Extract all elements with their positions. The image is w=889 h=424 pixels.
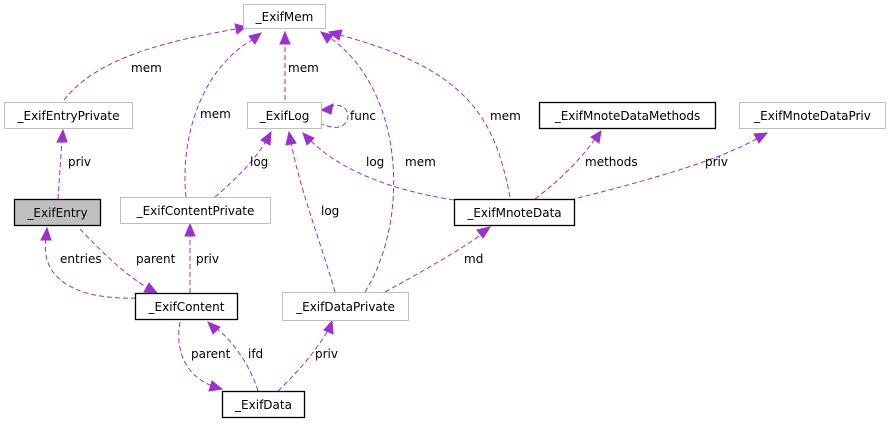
edge-mnote-log: log [302,132,455,201]
node-exif-log[interactable]: _ExifLog [247,102,322,129]
edge-data-private-log: log [285,130,339,293]
edge-label-mem: mem [405,155,436,169]
edge-label-md: md [464,252,483,266]
node-exif-data-private[interactable]: _ExifDataPrivate [282,292,409,321]
node-label: _ExifContent [148,300,225,314]
edge-log-mem: mem [279,30,319,100]
edge-data-priv: priv [277,319,338,392]
edge-content-private-mem: mem [184,32,262,198]
edge-entry-priv: priv [56,128,91,200]
edge-entry-parent: parent [79,228,176,294]
edge-label-log: log [250,155,268,169]
edge-label-ifd: ifd [248,347,263,361]
edge-label-mem: mem [288,61,319,75]
node-exif-data[interactable]: _ExifData [221,390,306,419]
node-label: _ExifMem [255,10,314,24]
edge-label-func: func [350,109,376,123]
edge-label-mem: mem [200,107,231,121]
node-label: _ExifMnoteData [466,206,561,220]
edge-content-private-log: log [214,130,272,198]
edge-label-parent: parent [136,252,176,266]
edge-content-parent: parent [178,321,231,392]
node-exif-mnote-data-methods[interactable]: _ExifMnoteDataMethods [538,101,717,130]
node-exif-content[interactable]: _ExifContent [134,292,239,321]
node-exif-mem[interactable]: _ExifMem [243,4,326,29]
node-label: _ExifEntry [26,206,87,220]
edge-log-func: func [319,103,376,128]
node-exif-entry[interactable]: _ExifEntry [13,198,102,227]
edge-label-priv: priv [68,155,91,169]
edge-data-private-md: md [384,226,492,293]
edge-mnote-mem: mem [327,29,521,198]
edge-label-entries: entries [60,252,102,266]
edge-mnote-methods: methods [534,130,638,200]
edge-label-priv: priv [196,252,219,266]
edge-label-mem: mem [131,61,162,75]
node-label: _ExifEntryPrivate [16,109,119,123]
edge-data-private-mem: mem [320,31,436,293]
edge-label-parent: parent [191,347,231,361]
node-exif-mnote-data-priv[interactable]: _ExifMnoteDataPriv [739,102,886,129]
node-exif-mnote-data[interactable]: _ExifMnoteData [453,198,576,227]
edge-label-mem: mem [490,109,521,123]
edge-content-priv: priv [184,222,219,293]
node-label: _ExifDataPrivate [295,300,395,314]
edge-content-entries: entries [40,226,137,299]
edge-label-methods: methods [585,155,638,169]
edge-entry-private-mem: mem [63,23,248,101]
node-label: _ExifContentPrivate [136,204,255,218]
node-label: _ExifLog [259,109,310,123]
node-label: _ExifMnoteDataPriv [753,109,871,123]
node-label: _ExifMnoteDataMethods [554,109,701,123]
edge-label-priv: priv [315,347,338,361]
edge-label-log: log [366,155,384,169]
edge-mnote-priv: priv [569,132,769,201]
edge-label-priv: priv [705,155,728,169]
node-label: _ExifData [234,398,292,412]
node-exif-entry-private[interactable]: _ExifEntryPrivate [4,102,133,129]
edge-label-log: log [321,204,339,218]
edge-data-ifd: ifd [207,321,263,392]
node-exif-content-private[interactable]: _ExifContentPrivate [120,197,271,224]
